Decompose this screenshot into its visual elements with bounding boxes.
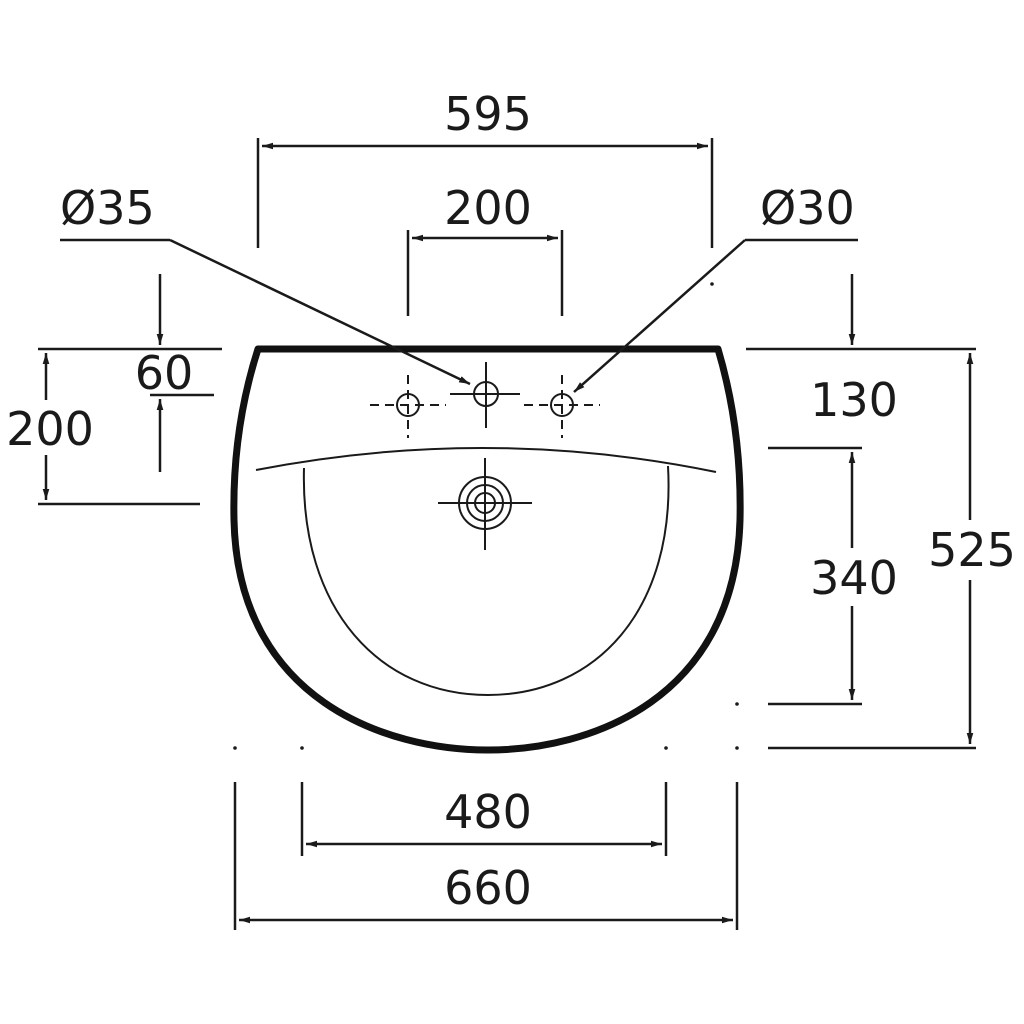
label-rim-to-bowl: 130 (810, 373, 898, 427)
label-rim-to-tap: 60 (135, 346, 194, 400)
leader-tap-hole: Ø35 (60, 181, 471, 386)
drain-hole (438, 458, 532, 550)
label-wall-depth: 200 (6, 402, 94, 456)
label-bowl-depth: 340 (810, 551, 898, 605)
leader-side-hole: Ø30 (573, 181, 858, 393)
label-overall-depth: 525 (928, 523, 1016, 577)
left-side-hole (370, 375, 446, 438)
dim-top-width: 595 (256, 87, 714, 248)
label-overall-width: 660 (444, 861, 532, 915)
dim-tap-spacing: 200 (406, 181, 564, 316)
label-tap-hole-diameter: Ø35 (60, 181, 155, 235)
label-top-width: 595 (444, 87, 532, 141)
dim-left: 60 200 (6, 274, 222, 506)
dim-bottom: 480 660 (233, 282, 739, 930)
right-side-hole (524, 375, 600, 438)
dim-right: 130 340 525 (746, 274, 1016, 750)
label-bowl-width: 480 (444, 785, 532, 839)
label-side-hole-diameter: Ø30 (760, 181, 855, 235)
label-tap-spacing: 200 (444, 181, 532, 235)
tap-hole (450, 362, 520, 428)
basin-outline (230, 345, 744, 754)
